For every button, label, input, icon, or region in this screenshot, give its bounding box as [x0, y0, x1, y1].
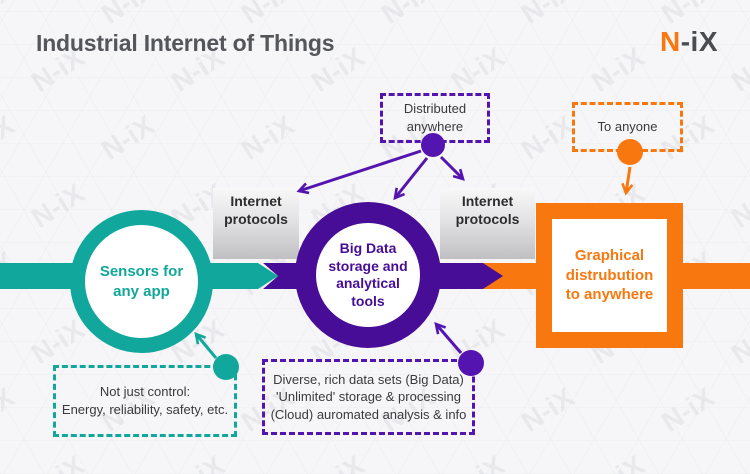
distribution-node-label: Graphical distrubution to anywhere	[565, 247, 654, 304]
background-watermark: N-iX	[166, 449, 230, 474]
background-watermark: N-iX	[585, 41, 650, 98]
sensors-note-text: Not just control: Energy, reliability, s…	[61, 384, 229, 417]
sensors-node: Sensors for any app	[70, 210, 213, 353]
background-watermark: N-iX	[515, 0, 580, 30]
bigdata-connector-dot	[458, 350, 484, 376]
to-anyone-text: To anyone	[597, 119, 658, 135]
arrow-note-to-bigdata	[434, 321, 463, 354]
background-watermark: N-iX	[0, 381, 20, 438]
background-watermark: N-iX	[515, 381, 580, 438]
background-watermark: N-iX	[95, 109, 160, 166]
arrow-distributed-to-left-protocols	[296, 149, 422, 195]
background-watermark: N-iX	[235, 0, 300, 30]
distributed-connector-dot	[421, 133, 445, 157]
background-watermark: N-iX	[725, 41, 750, 98]
to-anyone-connector-dot	[617, 139, 643, 165]
sensors-node-label: Sensors for any app	[99, 263, 184, 300]
bigdata-note-text: Diverse, rich data sets (Big Data) 'Unli…	[270, 371, 467, 422]
background-watermark: N-iX	[655, 381, 720, 438]
background-watermark: N-iX	[306, 449, 370, 474]
background-watermark: N-iX	[586, 449, 650, 474]
bigdata-note-callout: Diverse, rich data sets (Big Data) 'Unli…	[262, 359, 475, 435]
background-watermark: N-iX	[725, 313, 750, 370]
background-watermark: N-iX	[0, 0, 20, 30]
background-watermark: N-iX	[25, 177, 90, 234]
background-watermark: N-iX	[375, 0, 440, 30]
background-watermark: N-iX	[0, 109, 20, 166]
page-title: Industrial Internet of Things	[36, 30, 335, 56]
background-watermark: N-iX	[235, 109, 300, 166]
arrow-distributed-to-right-protocols	[439, 155, 465, 181]
background-watermark: N-iX	[25, 313, 90, 370]
arrow-distributed-to-bigdata	[393, 157, 429, 201]
background-watermark: N-iX	[95, 0, 160, 30]
background-watermark: N-iX	[445, 41, 510, 98]
logo-accent-letter: N	[659, 26, 681, 57]
internet-protocols-text-right: Internet protocols	[455, 193, 520, 228]
bigdata-node: Big Data storage and analytical tools	[295, 202, 441, 348]
background-watermark: N-iX	[446, 449, 510, 474]
nix-logo: N-iX	[660, 26, 718, 58]
bigdata-node-label: Big Data storage and analytical tools	[328, 240, 408, 309]
internet-protocols-label-left: Internet protocols	[213, 188, 299, 259]
background-watermark: N-iX	[726, 449, 750, 474]
internet-protocols-text-left: Internet protocols	[224, 193, 288, 228]
sensors-note-callout: Not just control: Energy, reliability, s…	[53, 365, 237, 437]
distribution-node: Graphical distrubution to anywhere	[536, 203, 683, 348]
background-watermark: N-iX	[26, 449, 90, 474]
arrow-note-to-sensors	[194, 331, 218, 359]
arrow-toanyone-to-distribution	[621, 166, 634, 196]
sensors-connector-dot	[213, 354, 239, 380]
distributed-anywhere-text: Distributed anywhere	[403, 101, 467, 134]
background-watermark: N-iX	[725, 177, 750, 234]
background-watermark: N-iX	[515, 109, 580, 166]
logo-rest: -iX	[680, 26, 718, 57]
internet-protocols-label-right: Internet protocols	[440, 188, 535, 259]
